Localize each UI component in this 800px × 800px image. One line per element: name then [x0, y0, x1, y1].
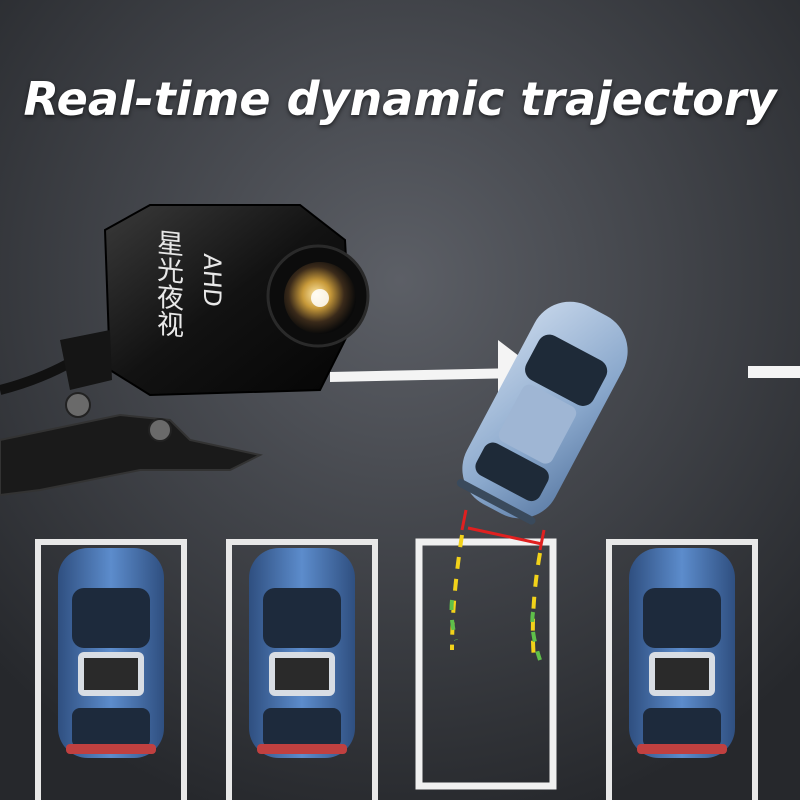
- camera: [60, 204, 370, 397]
- parking-slot-4: [606, 539, 758, 800]
- parked-car-2: [249, 548, 355, 758]
- parking-slot-3: [415, 538, 557, 790]
- parking-slot-1: [35, 539, 187, 800]
- headline-title: Real-time dynamic trajectory: [23, 72, 777, 126]
- parked-car-1: [58, 548, 164, 758]
- parked-car-3: [629, 548, 735, 758]
- trajectory-guide: [449, 509, 546, 661]
- camera-label-chinese: 星光夜视: [152, 227, 183, 339]
- parking-slot-2: [226, 539, 378, 800]
- bracket-screw-2: [148, 418, 172, 442]
- bracket-screw-1: [65, 392, 91, 418]
- parking-slots: [35, 538, 758, 800]
- camera-label-brand: AHD: [198, 252, 226, 309]
- reversing-car: [456, 301, 628, 525]
- camera-label: 星光夜视 AHD: [150, 227, 240, 366]
